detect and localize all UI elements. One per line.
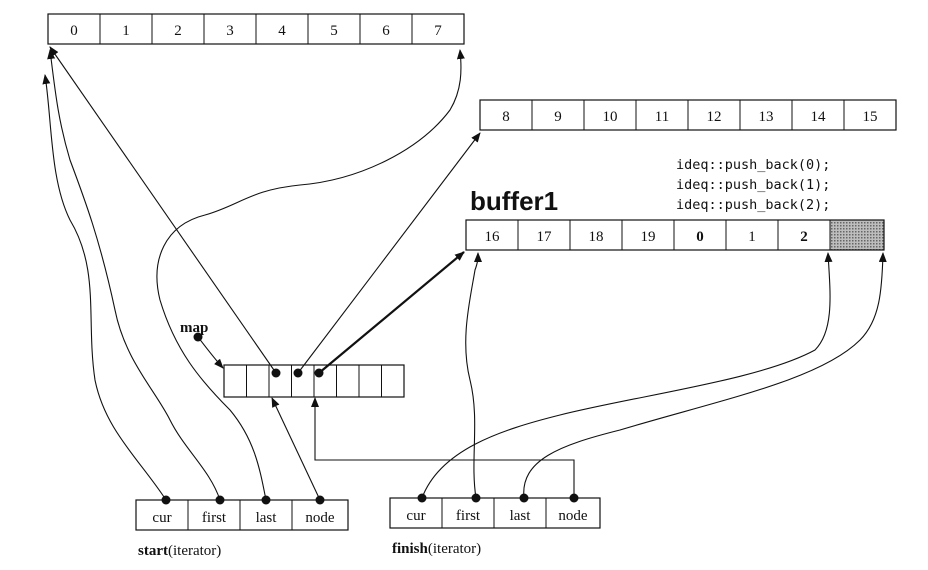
finish-iterator: cur first last node [389, 493, 601, 529]
buffer-2-cell: 16 [485, 229, 501, 245]
start-iterator-dividers [187, 500, 293, 530]
finish-iterator-dividers [441, 498, 547, 528]
finish-caption: finish(iterator) [392, 541, 481, 557]
buffer-2-cell: 1 [748, 229, 756, 245]
start-field-last: last [256, 510, 278, 526]
buffer-1-cell: 10 [603, 109, 618, 125]
buffer-1-cell: 15 [863, 109, 878, 125]
buffer-0: 0 1 2 3 4 5 6 7 [47, 13, 465, 45]
buffer-2-cell: 17 [537, 229, 553, 245]
start-field-cur: cur [152, 510, 171, 526]
buffer-0-cell: 4 [278, 23, 286, 39]
finish-last-arrow [523, 252, 887, 499]
finish-cur-arrow [421, 252, 833, 499]
code-line: ideq::push_back(2); [676, 197, 830, 213]
buffer-2-cell: 18 [589, 229, 604, 245]
buffer-0-cell: 7 [434, 23, 442, 39]
code-line: ideq::push_back(0); [676, 157, 830, 173]
buffer-1: 8 9 10 11 12 13 14 15 [479, 99, 897, 131]
map-node-to-buffer1-arrow [297, 132, 481, 374]
buffer-1-cell: 8 [502, 109, 510, 125]
buffer-0-cell: 2 [174, 23, 182, 39]
buffer-2-cell: 2 [800, 229, 808, 245]
buffer1-title: buffer1 [470, 186, 558, 216]
buffer-1-dividers [531, 100, 845, 130]
buffer-0-dividers [99, 14, 413, 44]
buffer-0-cell: 6 [382, 23, 390, 39]
buffer-0-cell: 5 [330, 23, 338, 39]
start-last-arrow [156, 49, 465, 501]
code-line: ideq::push_back(1); [676, 177, 830, 193]
pointer-arrows [42, 46, 887, 501]
start-iterator: cur first last node [135, 495, 349, 531]
finish-field-last: last [510, 508, 532, 524]
map-node-to-buffer0-arrow [49, 46, 277, 374]
map-label: map [180, 320, 208, 336]
map-to-array-arrow [197, 336, 224, 369]
buffer-1-cell: 9 [554, 109, 562, 125]
buffer-1-cell: 12 [707, 109, 722, 125]
start-first-arrow [47, 49, 221, 501]
buffer-0-cell: 1 [122, 23, 130, 39]
buffer-0-cell: 0 [70, 23, 78, 39]
finish-caption-bold: finish [392, 541, 429, 557]
buffer-1-cell: 11 [655, 109, 669, 125]
finish-caption-rest: (iterator) [428, 541, 481, 557]
start-field-node: node [305, 510, 335, 526]
buffer-1-cell: 14 [811, 109, 827, 125]
finish-first-arrow [465, 252, 482, 499]
push-back-code: ideq::push_back(0); ideq::push_back(1); … [676, 157, 830, 213]
buffer-1-cell: 13 [759, 109, 774, 125]
finish-node-arrow [311, 397, 575, 498]
start-caption-bold: start [138, 543, 168, 559]
buffer-2: 16 17 18 19 0 1 2 [465, 219, 885, 251]
finish-field-cur: cur [406, 508, 425, 524]
finish-field-first: first [456, 508, 481, 524]
start-field-first: first [202, 510, 227, 526]
buffer-2-dividers [517, 220, 831, 250]
buffer-2-cell: 0 [696, 229, 704, 245]
finish-field-node: node [558, 508, 588, 524]
start-caption-rest: (iterator) [168, 543, 221, 559]
buffer-0-cell: 3 [226, 23, 234, 39]
buffer-2-cell: 19 [641, 229, 656, 245]
map-node-to-buffer2-arrow [318, 251, 465, 374]
map-array-dividers [246, 365, 382, 397]
map-array [223, 364, 405, 398]
start-cur-arrow [42, 74, 167, 501]
start-caption: start(iterator) [138, 543, 221, 559]
start-node-arrow [271, 397, 321, 501]
buffer-2-hatched-cell [830, 220, 884, 250]
